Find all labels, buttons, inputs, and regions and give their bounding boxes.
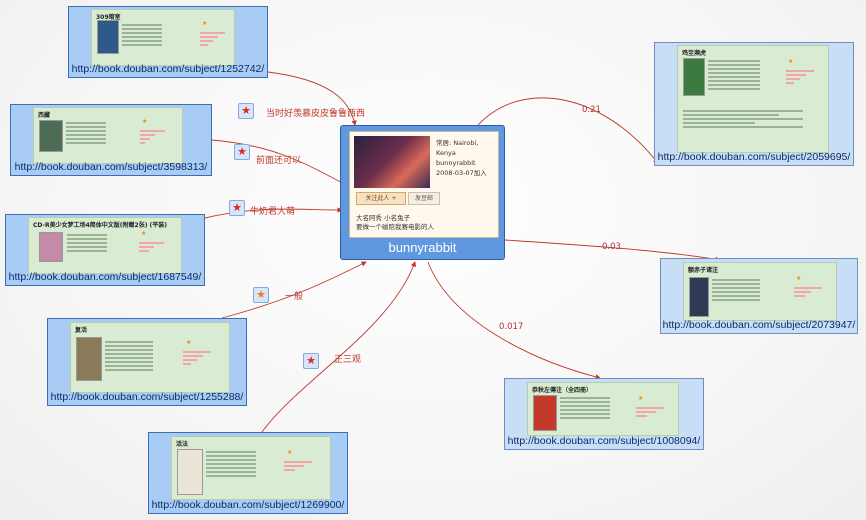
rating-stars-icon: ★	[202, 20, 208, 27]
edge-label-b3: 牛奶君大萌	[250, 207, 296, 217]
book-meta-lines	[712, 277, 760, 303]
rating-stars-icon: ★	[142, 118, 148, 125]
book-title: 活法	[176, 441, 189, 448]
book-url-link[interactable]: http://book.douban.com/subject/1252742/	[71, 63, 265, 75]
star-icon: ★	[234, 144, 250, 160]
book-node-cdr[interactable]: CD-R美少女梦工场4简体中文版(附赠2张) (平装) ★ http://boo…	[5, 214, 205, 286]
user-info: 常居: Nairobi, Kenya bunnyrabbit 2008-03-0…	[436, 138, 498, 178]
book-cover-image	[689, 277, 709, 317]
edge-label-b1: 当时好羡慕皮皮鲁鲁西西	[266, 109, 366, 119]
edge-label-b5: 正三观	[334, 355, 362, 365]
book-url-link[interactable]: http://book.douban.com/subject/1255288/	[50, 391, 244, 403]
book-node-resurrection[interactable]: 复活 ★ http://book.douban.com/subject/1255…	[47, 318, 247, 406]
center-user-node[interactable]: 常居: Nairobi, Kenya bunnyrabbit 2008-03-0…	[340, 125, 505, 260]
book-node-tibet[interactable]: 西藏 ★ http://book.douban.com/subject/3598…	[10, 104, 212, 176]
book-cover-image	[39, 232, 63, 262]
book-title: 西藏	[38, 112, 51, 119]
book-cover-image	[39, 120, 63, 152]
star-icon: ★	[238, 103, 254, 119]
book-meta-lines	[560, 395, 610, 421]
book-card-thumbnail: 复活 ★	[70, 322, 230, 393]
star-icon: ★	[229, 200, 245, 216]
book-meta-lines	[122, 22, 162, 48]
book-title: 鸡至濒虎	[682, 50, 707, 57]
rating-bars	[794, 285, 822, 299]
edge-label-b7: 0.03	[602, 242, 621, 252]
rating-bars	[200, 30, 225, 48]
edge-label-b6: 0.21	[582, 105, 601, 115]
center-node-title: bunnyrabbit	[388, 240, 457, 255]
book-cover-image	[683, 58, 705, 96]
book-title: CD-R美少女梦工场4简体中文版(附赠2张) (平装)	[33, 222, 168, 229]
rating-bars	[284, 459, 312, 473]
book-node-huofa[interactable]: 活法 ★ http://book.douban.com/subject/1269…	[148, 432, 348, 514]
book-card-thumbnail: 额赤子诸注 ★	[683, 262, 837, 321]
rating-bars	[786, 68, 814, 86]
rating-bars	[183, 349, 211, 367]
follow-button[interactable]: 关注此人 +	[356, 192, 406, 205]
star-icon: ★	[303, 353, 319, 369]
book-url-link[interactable]: http://book.douban.com/subject/2059695/	[657, 151, 851, 163]
edge-b8	[427, 261, 601, 380]
send-mail-button[interactable]: 发豆邮	[408, 192, 440, 205]
book-card-thumbnail: 309暗室 ★	[91, 9, 235, 66]
book-url-link[interactable]: http://book.douban.com/subject/2073947/	[662, 319, 856, 331]
book-meta-lines	[66, 120, 106, 146]
rating-stars-icon: ★	[796, 275, 802, 282]
book-meta-lines	[67, 232, 107, 254]
book-cover-image	[177, 449, 203, 495]
user-id: bunnyrabbit	[436, 159, 476, 167]
star-icon: ★	[253, 287, 269, 303]
book-title: 恭秋左傳注（全四冊）	[532, 387, 593, 394]
rating-stars-icon: ★	[788, 58, 794, 65]
book-card-thumbnail: 鸡至濒虎 ★	[677, 45, 829, 153]
rating-bars	[140, 128, 165, 146]
book-node-jizhi[interactable]: 鸡至濒虎 ★ http://book.douban.com/subject/20…	[654, 42, 854, 166]
book-card-thumbnail: 恭秋左傳注（全四冊） ★	[527, 382, 679, 436]
rating-stars-icon: ★	[141, 230, 147, 237]
book-card-thumbnail: 西藏 ★	[33, 107, 183, 164]
book-node-ezhi[interactable]: 额赤子诸注 ★ http://book.douban.com/subject/2…	[660, 258, 858, 334]
book-meta-lines	[206, 449, 256, 479]
book-tag-lines	[683, 108, 803, 130]
edge-label-b4: 一般	[285, 292, 304, 302]
book-cover-image	[97, 20, 119, 54]
edge-b6	[477, 97, 659, 164]
book-url-link[interactable]: http://book.douban.com/subject/3598313/	[14, 161, 208, 173]
book-cover-image	[533, 395, 557, 431]
rating-stars-icon: ★	[638, 395, 644, 402]
book-meta-lines	[708, 58, 760, 92]
signature-line-1: 大名阿秀 小名兔子	[356, 214, 411, 222]
user-location: 常居: Nairobi, Kenya	[436, 139, 479, 157]
book-title: 额赤子诸注	[688, 267, 719, 274]
book-cover-image	[76, 337, 102, 381]
user-avatar-image	[354, 136, 430, 188]
book-card-thumbnail: 活法 ★	[171, 436, 331, 500]
rating-bars	[636, 405, 664, 419]
signature-line-2: 要做一个磁陪我赛电影的人	[356, 223, 434, 231]
user-profile-card: 常居: Nairobi, Kenya bunnyrabbit 2008-03-0…	[349, 131, 499, 238]
rating-bars	[139, 240, 164, 254]
user-joined-date: 2008-03-07加入	[436, 169, 487, 177]
edge-label-b8: 0.017	[499, 322, 524, 332]
book-meta-lines	[105, 339, 153, 373]
book-url-link[interactable]: http://book.douban.com/subject/1269900/	[151, 499, 345, 511]
book-url-link[interactable]: http://book.douban.com/subject/1687549/	[8, 271, 202, 283]
user-signature: 大名阿秀 小名兔子 要做一个磁陪我赛电影的人	[356, 214, 434, 232]
rating-stars-icon: ★	[186, 339, 192, 346]
book-url-link[interactable]: http://book.douban.com/subject/1008094/	[507, 435, 701, 447]
book-node-309[interactable]: 309暗室 ★ http://book.douban.com/subject/1…	[68, 6, 268, 78]
book-node-chunqiu[interactable]: 恭秋左傳注（全四冊） ★ http://book.douban.com/subj…	[504, 378, 704, 450]
book-card-thumbnail: CD-R美少女梦工场4简体中文版(附赠2张) (平装) ★	[28, 217, 182, 274]
book-title: 309暗室	[96, 14, 121, 21]
rating-stars-icon: ★	[287, 449, 293, 456]
book-title: 复活	[75, 327, 88, 334]
edge-label-b2: 前面还可以	[256, 156, 302, 166]
edge-b5	[261, 261, 416, 433]
